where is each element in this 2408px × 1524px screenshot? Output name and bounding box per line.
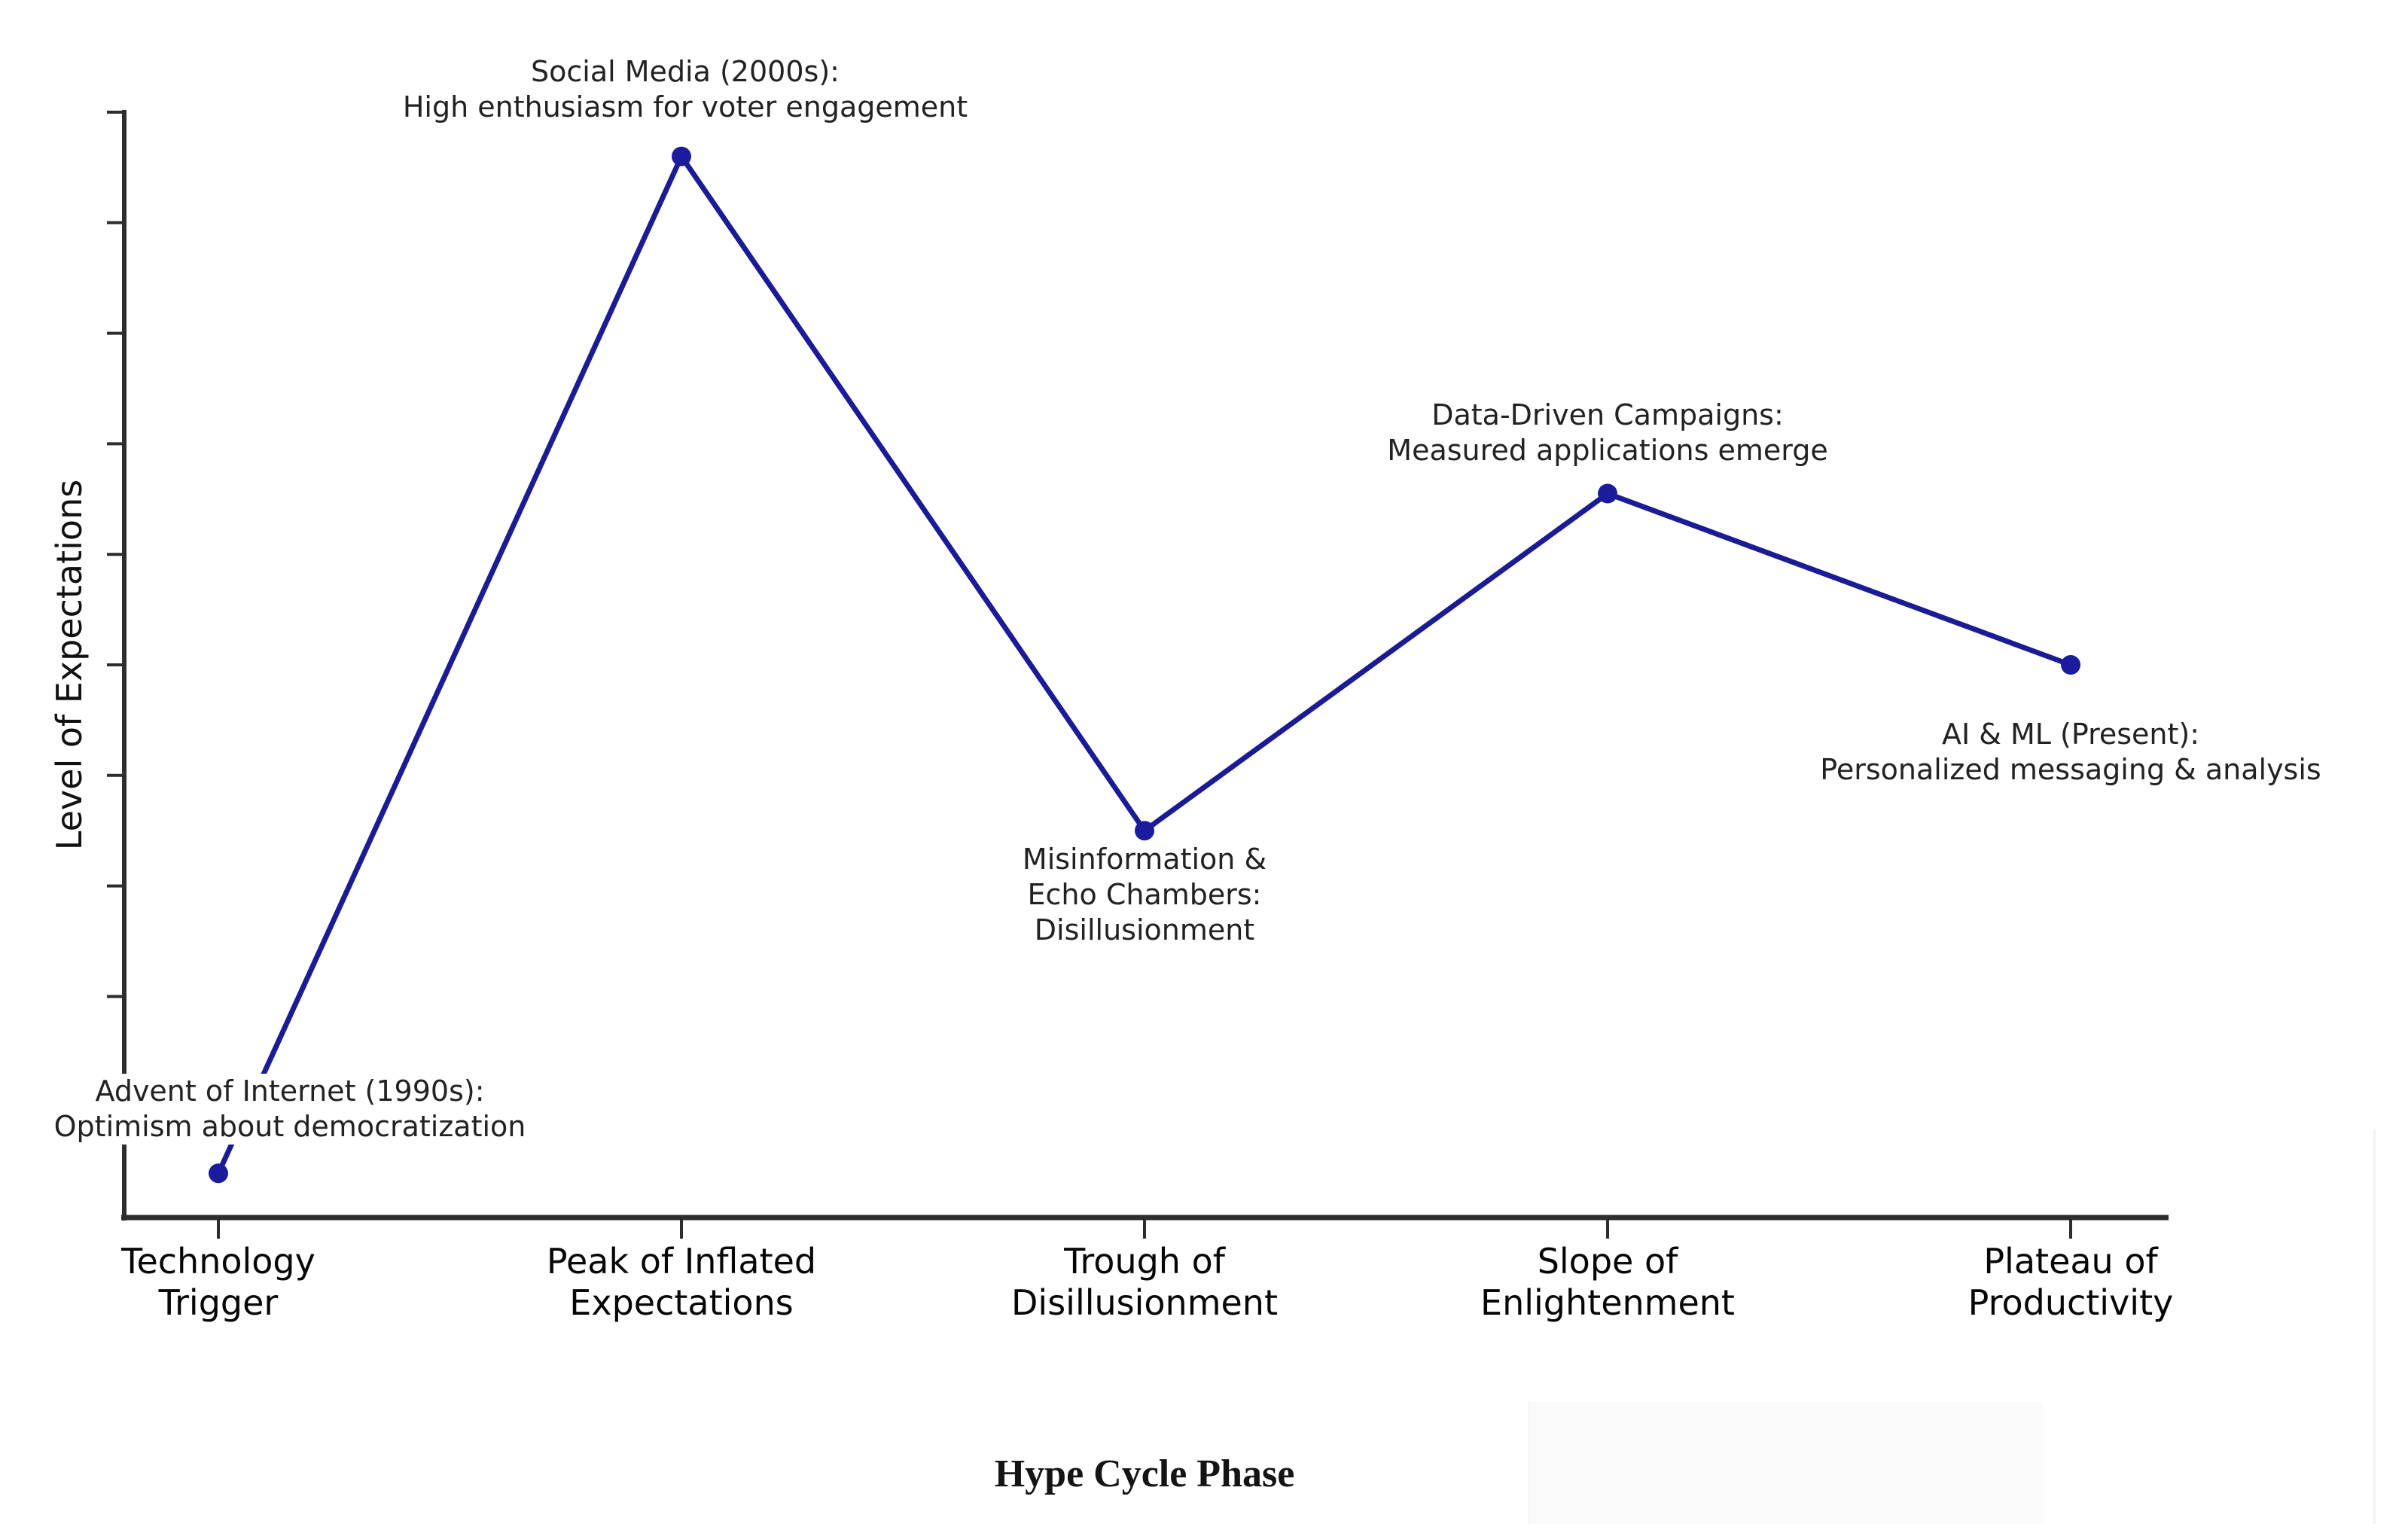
category-line: Trough of [1064,1241,1225,1282]
x-axis-ticks [217,1218,2072,1239]
data-point-marker [1135,821,1154,841]
data-point-marker [672,146,691,166]
x-tick-label-slope-of-enlightenment: Slope of Enlightenment [1480,1241,1735,1324]
annotation-line: High enthusiasm for voter engagement [402,90,968,123]
annotation-line: Social Media (2000s): [531,55,840,88]
annotation-data-driven: Data-Driven Campaigns: Measured applicat… [1381,398,1834,468]
data-point-marker [1598,483,1617,504]
category-line: Expectations [569,1282,794,1323]
category-line: Trigger [158,1282,279,1323]
x-tick-label-technology-trigger: Technology Trigger [121,1241,315,1324]
x-tick-label-peak-of-inflated-expectations: Peak of Inflated Expectations [547,1241,816,1324]
category-line: Plateau of [1983,1241,2158,1282]
category-line: Disillusionment [1010,1282,1279,1323]
screenshot-edge-artifact [2373,1129,2376,1524]
annotation-line: Advent of Internet (1990s): [95,1074,485,1108]
annotation-misinformation: Misinformation & Echo Chambers: Disillus… [1016,842,1273,948]
x-tick-label-trough-of-disillusionment: Trough of Disillusionment [1011,1241,1278,1324]
hype-line [215,154,2072,1175]
annotation-ai-ml: AI & ML (Present): Personalized messagin… [1814,717,2327,788]
annotation-social-media: Social Media (2000s): High enthusiasm fo… [396,54,974,125]
annotation-line: Echo Chambers: [1027,878,1262,911]
annotation-line: Data-Driven Campaigns: [1431,398,1784,431]
annotation-line: Misinformation & [1022,843,1267,876]
annotation-line: AI & ML (Present): [1941,718,2200,751]
category-line: Technology [121,1241,315,1282]
data-point-marker [209,1163,228,1184]
category-line: Slope of [1537,1241,1678,1282]
y-axis-title: Level of Expectations [49,479,90,851]
x-axis-title: Hype Cycle Phase [994,1452,1295,1495]
data-point-marker [2061,655,2080,675]
annotation-line: Personalized messaging & analysis [1820,753,2321,786]
x-tick-label-plateau-of-productivity: Plateau of Productivity [1968,1241,2174,1324]
annotation-line: Measured applications emerge [1387,434,1828,467]
y-axis-ticks [107,111,124,1109]
background-shade-region [1529,1402,2043,1524]
annotation-advent-internet: Advent of Internet (1990s): Optimism abo… [47,1074,532,1145]
category-line: Enlightenment [1480,1282,1735,1323]
category-line: Productivity [1968,1282,2174,1323]
data-point-markers [209,146,2080,1184]
annotation-line: Disillusionment [1034,913,1255,946]
annotation-line: Optimism about democratization [53,1110,526,1143]
category-line: Peak of Inflated [546,1241,817,1282]
